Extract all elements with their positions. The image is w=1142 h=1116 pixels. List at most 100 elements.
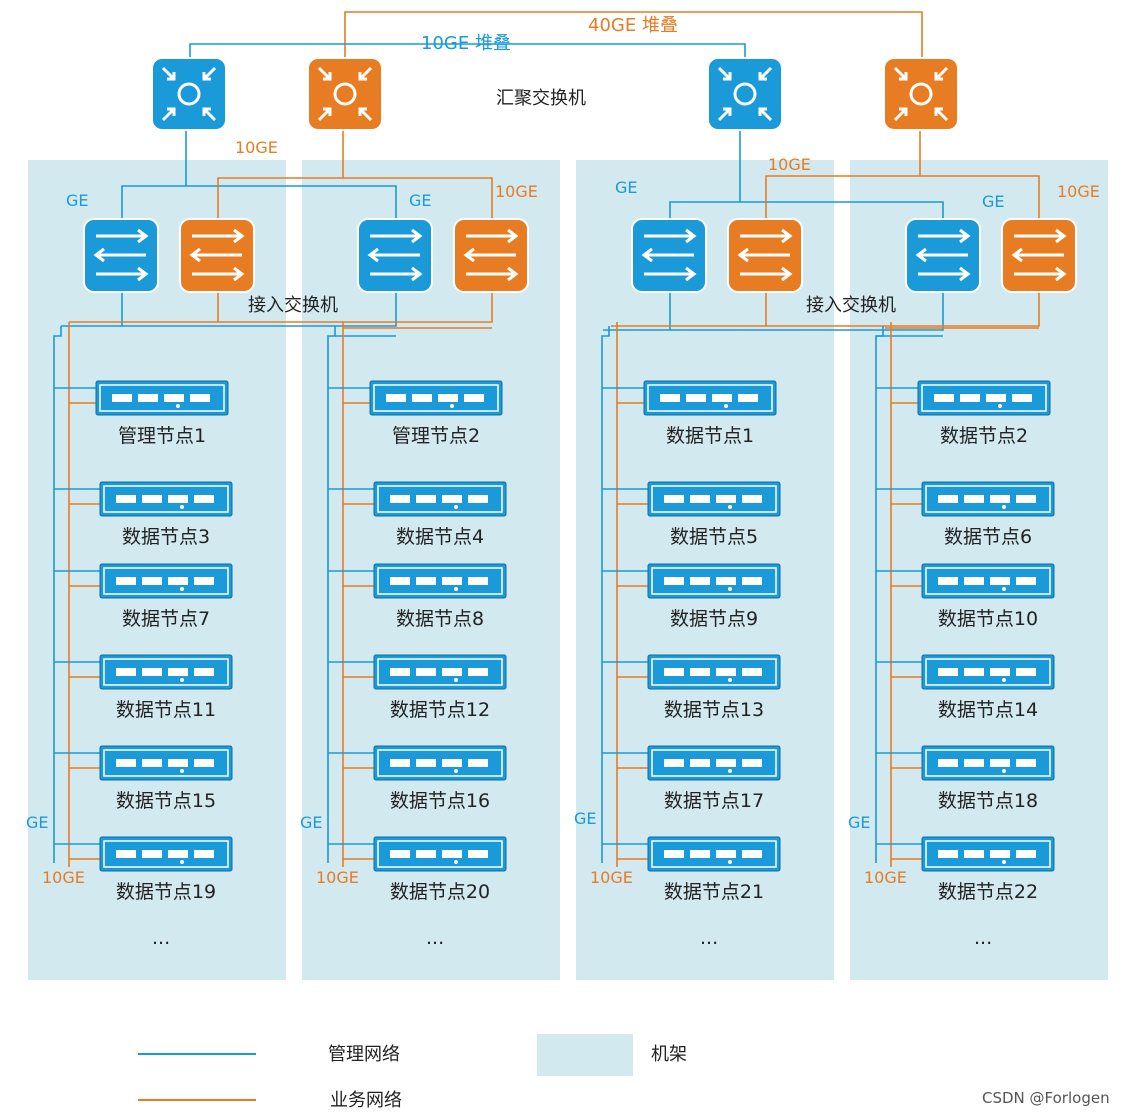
- legend-rack-label: 机架: [651, 1044, 687, 1065]
- server-icon: [373, 745, 507, 781]
- rack3-ge-label: GE: [574, 809, 597, 828]
- rack3-10ge-label: 10GE: [590, 868, 633, 887]
- server-icon: [99, 654, 233, 690]
- access-switch-1-icon: [83, 218, 159, 293]
- rack1-mgmt-trunk: [53, 326, 62, 863]
- stack-10ge-label: 10GE 堆叠: [421, 33, 511, 54]
- aggregation-switch-1-icon: [151, 57, 227, 131]
- server-icon: [917, 380, 1051, 416]
- uplink-biz-left: [217, 130, 344, 220]
- access-mgmt-bus-right-b: [670, 292, 944, 331]
- access-switch-3-icon: [357, 218, 433, 293]
- aggregation-switch-label: 汇聚交换机: [496, 88, 586, 109]
- server-icon: [921, 481, 1055, 517]
- aggregation-switch-3-icon: [707, 57, 783, 131]
- legend-business-label: 业务网络: [330, 1090, 402, 1111]
- access-10ge-label-r2: 10GE: [495, 182, 538, 201]
- node-label: 数据节点17: [664, 790, 764, 812]
- node-label: 数据节点12: [390, 699, 490, 721]
- server-icon: [99, 481, 233, 517]
- access-ge-label-r4: GE: [982, 192, 1005, 211]
- server-icon: [95, 380, 229, 416]
- server-icon: [647, 481, 781, 517]
- node-label: 数据节点15: [116, 790, 216, 812]
- node-label: 数据节点21: [664, 881, 764, 903]
- access-switch-2-icon: [179, 218, 255, 293]
- node-label: 数据节点11: [116, 699, 216, 721]
- server-icon: [647, 654, 781, 690]
- access-ge-label-r3: GE: [615, 178, 638, 197]
- access-switch-4-icon: [453, 218, 529, 293]
- node-label: 数据节点19: [116, 881, 216, 903]
- access-switch-label-right: 接入交换机: [806, 295, 896, 316]
- node-label: 数据节点13: [664, 699, 764, 721]
- access-ge-label-r1: GE: [66, 191, 89, 210]
- server-icon: [647, 836, 781, 872]
- node-label: 数据节点10: [938, 608, 1038, 630]
- server-icon: [99, 745, 233, 781]
- access-mgmt-bus-left-b: [122, 292, 397, 327]
- rack2-ge-label: GE: [300, 813, 323, 832]
- aggregation-switch-2-icon: [307, 57, 383, 131]
- legend-management-label: 管理网络: [328, 1044, 400, 1065]
- node-label: 管理节点1: [118, 425, 206, 447]
- node-label: 数据节点9: [670, 608, 758, 630]
- node-label: 数据节点8: [396, 608, 484, 630]
- uplink-mgmt-left-b: [186, 185, 397, 220]
- uplink-biz-right-b: [920, 175, 1040, 220]
- access-biz-bus-right-b: [766, 292, 1040, 327]
- rack4-mgmt-trunk: [875, 326, 884, 863]
- server-icon: [921, 654, 1055, 690]
- uplink-mgmt-right-b: [740, 201, 944, 220]
- server-icon: [921, 836, 1055, 872]
- node-label: 数据节点4: [396, 526, 484, 548]
- node-label: 数据节点18: [938, 790, 1038, 812]
- server-icon: [647, 745, 781, 781]
- access-ge-label-r2: GE: [409, 191, 432, 210]
- server-icon: [921, 563, 1055, 599]
- rack2-more-nodes: ...: [426, 927, 444, 949]
- rack2-mgmt-trunk: [327, 326, 336, 863]
- access-switch-8-icon: [1001, 218, 1077, 293]
- aggregation-switch-4-icon: [883, 57, 959, 131]
- legend-rack-swatch: [537, 1034, 633, 1076]
- node-label: 数据节点3: [122, 526, 210, 548]
- server-icon: [99, 563, 233, 599]
- rack1-10ge-label: 10GE: [42, 868, 85, 887]
- access-switch-7-icon: [905, 218, 981, 293]
- server-icon: [647, 563, 781, 599]
- server-icon: [373, 654, 507, 690]
- rack3-more-nodes: ...: [700, 927, 718, 949]
- rack2-10ge-label: 10GE: [316, 868, 359, 887]
- rack1-ge-label: GE: [26, 813, 49, 832]
- access-switch-label-left: 接入交换机: [248, 295, 338, 316]
- rack4-more-nodes: ...: [974, 927, 992, 949]
- node-label: 数据节点7: [122, 608, 210, 630]
- rack4-10ge-label: 10GE: [864, 868, 907, 887]
- server-icon: [373, 563, 507, 599]
- node-label: 数据节点14: [938, 699, 1038, 721]
- access-switch-6-icon: [727, 218, 803, 293]
- node-label: 数据节点2: [940, 425, 1028, 447]
- stack-10ge-link: [189, 43, 746, 59]
- access-biz-bus-left-b: [218, 292, 493, 323]
- access-switch-5-icon: [631, 218, 707, 293]
- stack-40ge-link: [344, 11, 923, 59]
- watermark: CSDN @Forlogen: [982, 1089, 1110, 1107]
- rack4-ge-label: GE: [848, 813, 871, 832]
- stack-40ge-label: 40GE 堆叠: [588, 15, 678, 36]
- server-icon: [373, 481, 507, 517]
- node-label: 管理节点2: [392, 425, 480, 447]
- server-icon: [99, 836, 233, 872]
- server-icon: [921, 745, 1055, 781]
- uplink-mgmt-right: [669, 130, 741, 220]
- rack1-more-nodes: ...: [152, 927, 170, 949]
- server-icon: [369, 380, 503, 416]
- rack3-mgmt-trunk: [601, 326, 610, 863]
- uplink-mgmt-left: [121, 130, 187, 220]
- uplink-10ge-label-left: 10GE: [235, 138, 278, 157]
- uplink-biz-left-b: [343, 177, 493, 220]
- uplink-biz-right: [765, 130, 921, 220]
- node-label: 数据节点22: [938, 881, 1038, 903]
